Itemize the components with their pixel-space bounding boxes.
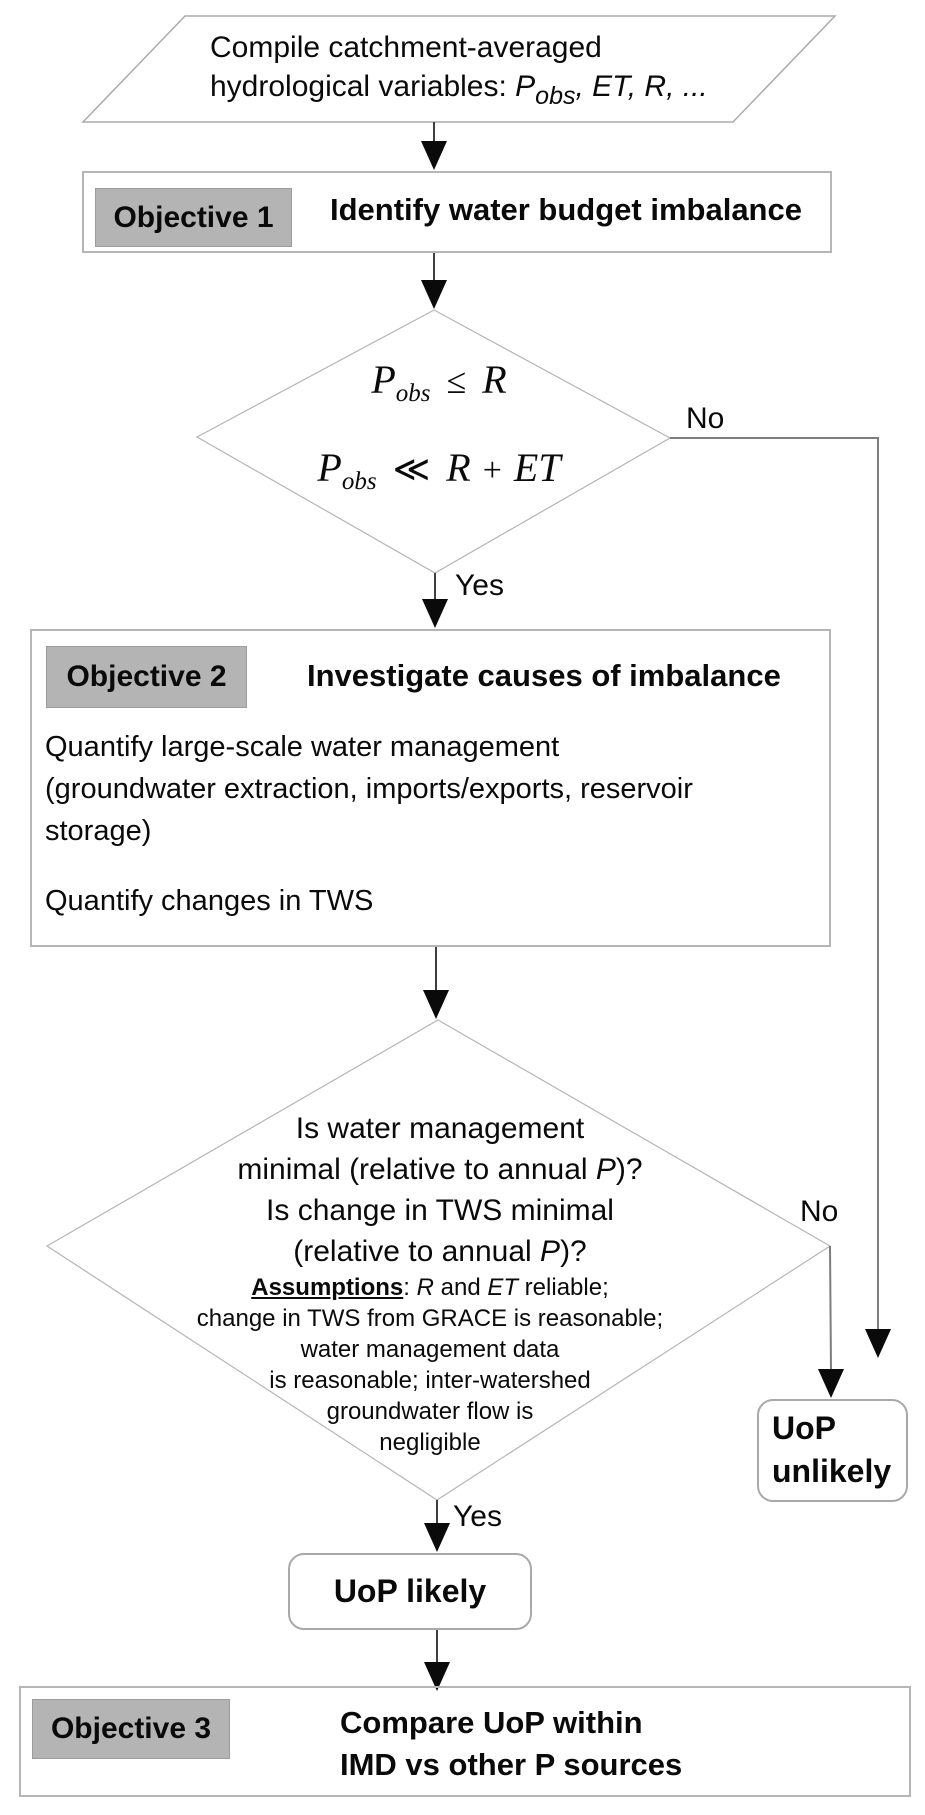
decision2-question: Is water management minimal (relative to… [140, 1108, 740, 1272]
assumptions-var-et: ET [487, 1274, 519, 1301]
start-node-text: Compile catchment-averaged hydrological … [210, 28, 708, 116]
decision1-diamond-shape [195, 309, 672, 574]
var-p-obs: P [515, 70, 536, 103]
cond2-rhs2: ET [513, 445, 561, 490]
uop-unlikely-line1: UoP [772, 1410, 836, 1446]
objective1-badge: Objective 1 [95, 188, 292, 247]
start-line1: Compile catchment-averaged [210, 31, 602, 64]
objective1-box [82, 171, 832, 253]
assumptions-var-r: R [416, 1274, 434, 1301]
q4-suffix: )? [560, 1235, 587, 1268]
assumptions-and: and [433, 1274, 488, 1301]
decision2-yes-label: Yes [453, 1500, 502, 1533]
connector-decision2-no [829, 1245, 832, 1372]
arrowhead-no2-into-unlikely [818, 1369, 844, 1398]
decision1-condition1: Pobs ≤ R [239, 356, 639, 408]
q2-var-p: P [595, 1153, 616, 1186]
flow-connector-lines [433, 122, 438, 1665]
assumptions-line2: change in TWS from GRACE is reasonable; [196, 1305, 664, 1332]
decision1-condition2: Pobs ≪ R + ET [189, 444, 689, 496]
var-p-obs-subscript: obs [535, 82, 576, 110]
decision2-assumptions: Assumptions: R and ET reliable; change i… [130, 1272, 730, 1458]
cond1-p: P [371, 357, 396, 402]
assumptions-line1-end: reliable; [518, 1274, 609, 1301]
assumptions-line3: water management data [300, 1336, 560, 1363]
cond2-operator: ≪ [392, 449, 431, 489]
cond2-p: P [317, 445, 342, 490]
arrowhead-into-likely [424, 1523, 450, 1552]
arrowhead-into-obj1 [421, 141, 447, 170]
cond1-rhs: R [482, 357, 507, 402]
objective3-title-line1: Compare UoP within [340, 1705, 643, 1740]
q2-prefix: minimal (relative to annual [237, 1153, 596, 1186]
objective2-body1-line3: storage) [45, 815, 152, 847]
assumptions-label: Assumptions [251, 1274, 404, 1301]
objective1-title: Identify water budget imbalance [330, 192, 802, 227]
cond1-operator: ≤ [446, 361, 467, 401]
decision1-no-label: No [686, 402, 725, 435]
decision2-q-line2: minimal (relative to annual P)? [140, 1149, 740, 1190]
objective2-body1-line1: Quantify large-scale water management [45, 731, 560, 763]
start-line2-suffix: , ET, R, ... [575, 70, 708, 103]
arrowhead-into-decision2 [423, 990, 449, 1019]
uop-unlikely-line2: unlikely [772, 1453, 892, 1489]
assumptions-line4: is reasonable; inter-watershed [269, 1367, 591, 1394]
q4-prefix: (relative to annual [293, 1235, 541, 1268]
decision1-yes-label: Yes [455, 569, 504, 602]
connector-decision1-no [670, 437, 879, 1331]
arrowhead-into-obj2 [422, 599, 448, 628]
decision2-q-line3: Is change in TWS minimal [266, 1194, 614, 1227]
no-branch-lines [670, 437, 879, 1372]
objective2-badge: Objective 2 [46, 646, 247, 708]
assumptions-line6: negligible [379, 1429, 481, 1456]
objective3-title-line2: IMD vs other P sources [340, 1747, 683, 1782]
objective2-body1: Quantify large-scale water management (g… [45, 726, 693, 852]
arrowheads [421, 141, 891, 1691]
decision2-q-line4: (relative to annual P)? [140, 1231, 740, 1272]
cond2-p-subscript: obs [341, 468, 377, 495]
decision2-no-label: No [800, 1195, 839, 1228]
arrowhead-into-obj3 [424, 1662, 450, 1691]
assumptions-line5: groundwater flow is [326, 1398, 534, 1425]
objective2-box [30, 629, 831, 947]
uop-unlikely-text: UoP unlikely [772, 1407, 891, 1493]
objective3-badge: Objective 3 [32, 1699, 230, 1759]
start-line2: hydrological variables: Pobs, ET, R, ... [210, 67, 708, 116]
arrowhead-no1-into-unlikely [865, 1329, 891, 1358]
cond1-p-subscript: obs [395, 380, 431, 407]
decision2-q-line1: Is water management [295, 1112, 585, 1145]
uop-likely-text: UoP likely [333, 1573, 487, 1609]
start-parallelogram-shape [81, 15, 837, 123]
cond2-plus: + [482, 452, 502, 489]
objective3-title: Compare UoP within IMD vs other P source… [340, 1702, 682, 1786]
assumptions-line1: Assumptions: R and ET reliable; [130, 1272, 730, 1303]
uop-unlikely-box [757, 1399, 908, 1502]
cond2-rhs1: R [446, 445, 471, 490]
objective2-title: Investigate causes of imbalance [307, 658, 781, 693]
objective3-box [19, 1686, 911, 1797]
q2-suffix: )? [615, 1153, 643, 1186]
q4-var-p: P [540, 1235, 561, 1268]
start-line2-prefix: hydrological variables: [210, 70, 516, 103]
objective2-body1-line2: (groundwater extraction, imports/exports… [45, 773, 693, 805]
arrowhead-into-decision1 [421, 280, 447, 309]
objective2-body2: Quantify changes in TWS [45, 885, 374, 917]
assumptions-colon: : [403, 1274, 417, 1301]
